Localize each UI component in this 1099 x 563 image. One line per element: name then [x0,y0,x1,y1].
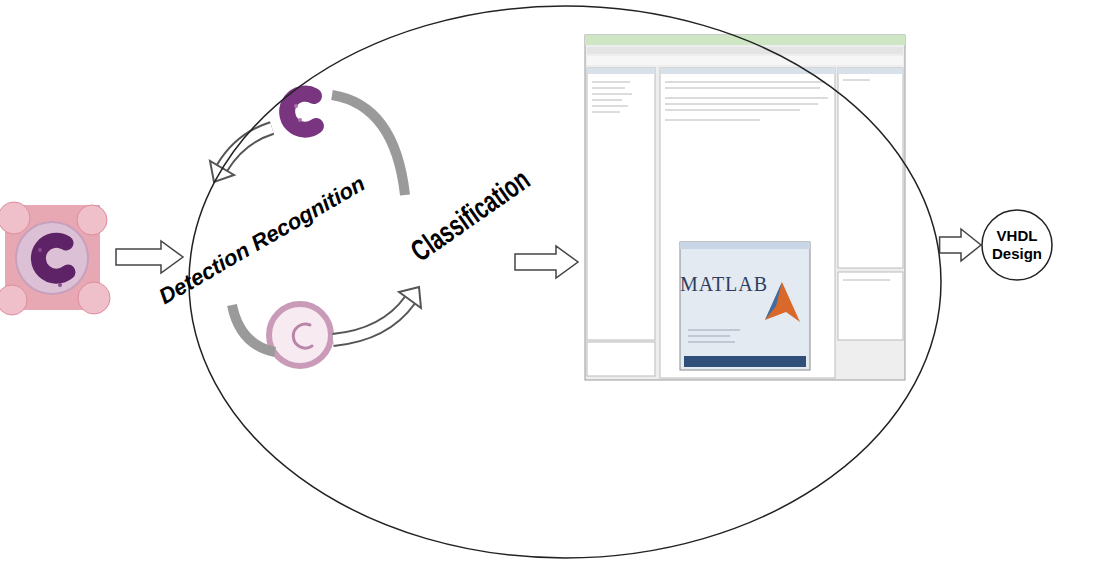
cycle-arrow [333,287,421,340]
software-logo-text: MATLAB [680,273,768,296]
step-label: Classification [405,162,536,267]
blood-cell-image [0,202,110,315]
block-arrow [940,229,981,261]
block-arrow [515,246,578,278]
nucleus-image [287,94,316,130]
matlab-screenshot [585,35,905,380]
cycle-arrow [232,305,275,352]
cell-outline-image [269,304,331,366]
output-circle: VHDL Design [981,209,1053,281]
block-arrow [116,241,183,273]
circle-outline [982,210,1052,280]
region-ellipse: Detection RecognitionClassification [187,4,943,560]
node-text: VHDL Design [992,227,1042,263]
ellipse-outline [187,4,943,560]
ellipse-outline [189,6,941,558]
step-label: Detection Recognition [155,171,370,310]
